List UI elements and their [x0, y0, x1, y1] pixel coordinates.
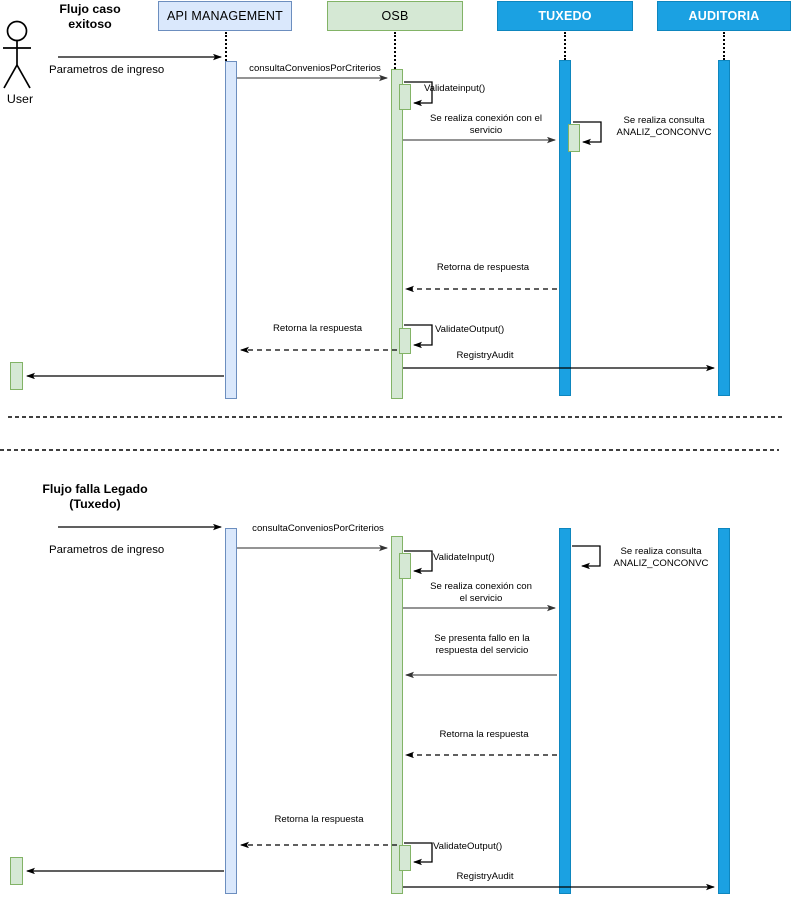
activation-tuxedo-flow2	[559, 528, 571, 894]
message-label-f2-fallo-respuesta: Se presenta fallo en la respuesta del se…	[434, 633, 530, 656]
arrow-f2-tuxedo-self-consulta	[572, 545, 601, 570]
lifeline-dotted-osb	[394, 32, 396, 69]
activation-auditoria-flow1	[718, 60, 730, 396]
message-label-f1-conexion-servicio: Se realiza conexión con el servicio	[430, 113, 542, 136]
message-label-f2-registryaudit: RegistryAudit	[456, 871, 514, 882]
lifeline-dotted-api-management	[225, 32, 227, 61]
message-label-f2-validateoutput: ValidateOutput()	[433, 841, 503, 852]
activation-auditoria-flow2	[718, 528, 730, 894]
activation-api-management-flow2	[225, 528, 237, 894]
message-label-f2-validateinput: ValidateInput()	[433, 552, 495, 563]
activation-osb-self-validateinput-flow1	[399, 84, 411, 110]
activation-tuxedo-self-consulta-flow1	[568, 124, 580, 152]
message-label-f2-consulta-analiz: Se realiza consulta ANALIZ_CONCONVC	[613, 546, 709, 569]
activation-osb-self-validateoutput-flow2	[399, 845, 411, 871]
message-label-f2-conexion-servicio: Se realiza conexión con el servicio	[430, 581, 532, 604]
message-label-f1-retorna-la-respuesta: Retorna la respuesta	[272, 323, 363, 334]
message-label-f1-parametros-de-ingreso: Parametros de ingreso	[49, 64, 165, 76]
message-label-f1-registryaudit: RegistryAudit	[456, 350, 514, 361]
message-label-f1-validateinput: Validateinput()	[424, 83, 486, 94]
lifeline-label-auditoria: AUDITORIA	[688, 9, 760, 23]
activation-osb-self-validateinput-flow2	[399, 553, 411, 579]
flow-title-falla-legado: Flujo falla Legado (Tuxedo)	[42, 482, 148, 511]
actor-label-user: User	[6, 92, 34, 106]
activation-user-return-flow1	[10, 362, 23, 390]
activation-osb-flow1	[391, 69, 403, 399]
lifeline-header-tuxedo[interactable]: TUXEDO	[497, 1, 633, 31]
message-label-f1-validateoutput: ValidateOutput()	[435, 324, 505, 335]
message-label-f2-consulta-convenios: consultaConveniosPorCriterios	[252, 523, 384, 534]
flow-title-exitoso: Flujo caso exitoso	[59, 2, 121, 31]
lifeline-header-auditoria[interactable]: AUDITORIA	[657, 1, 791, 31]
actor-stick-figure-user	[3, 20, 31, 89]
message-label-f1-consulta-convenios: consultaConveniosPorCriterios	[249, 63, 381, 74]
activation-tuxedo-flow1	[559, 60, 571, 396]
message-label-f2-retorna-la-respuesta-apim: Retorna la respuesta	[274, 814, 364, 825]
message-label-f1-consulta-analiz: Se realiza consulta ANALIZ_CONCONVC	[616, 115, 712, 138]
lifeline-header-api-management[interactable]: API MANAGEMENT	[158, 1, 292, 31]
activation-osb-flow2	[391, 536, 403, 894]
message-label-f2-parametros-de-ingreso: Parametros de ingreso	[49, 544, 165, 556]
lifeline-dotted-auditoria	[723, 32, 725, 60]
activation-user-return-flow2	[10, 857, 23, 885]
lifeline-label-api-management: API MANAGEMENT	[166, 9, 283, 23]
activation-osb-self-validateoutput-flow1	[399, 328, 411, 354]
lifeline-header-osb[interactable]: OSB	[327, 1, 463, 31]
lifeline-label-osb: OSB	[381, 9, 409, 23]
message-label-f1-retorna-de-respuesta: Retorna de respuesta	[436, 262, 530, 273]
message-label-f2-retorna-la-respuesta-tuxedo: Retorna la respuesta	[439, 729, 529, 740]
activation-api-management-flow1	[225, 61, 237, 399]
lifeline-dotted-tuxedo	[564, 32, 566, 60]
lifeline-label-tuxedo: TUXEDO	[538, 9, 592, 23]
